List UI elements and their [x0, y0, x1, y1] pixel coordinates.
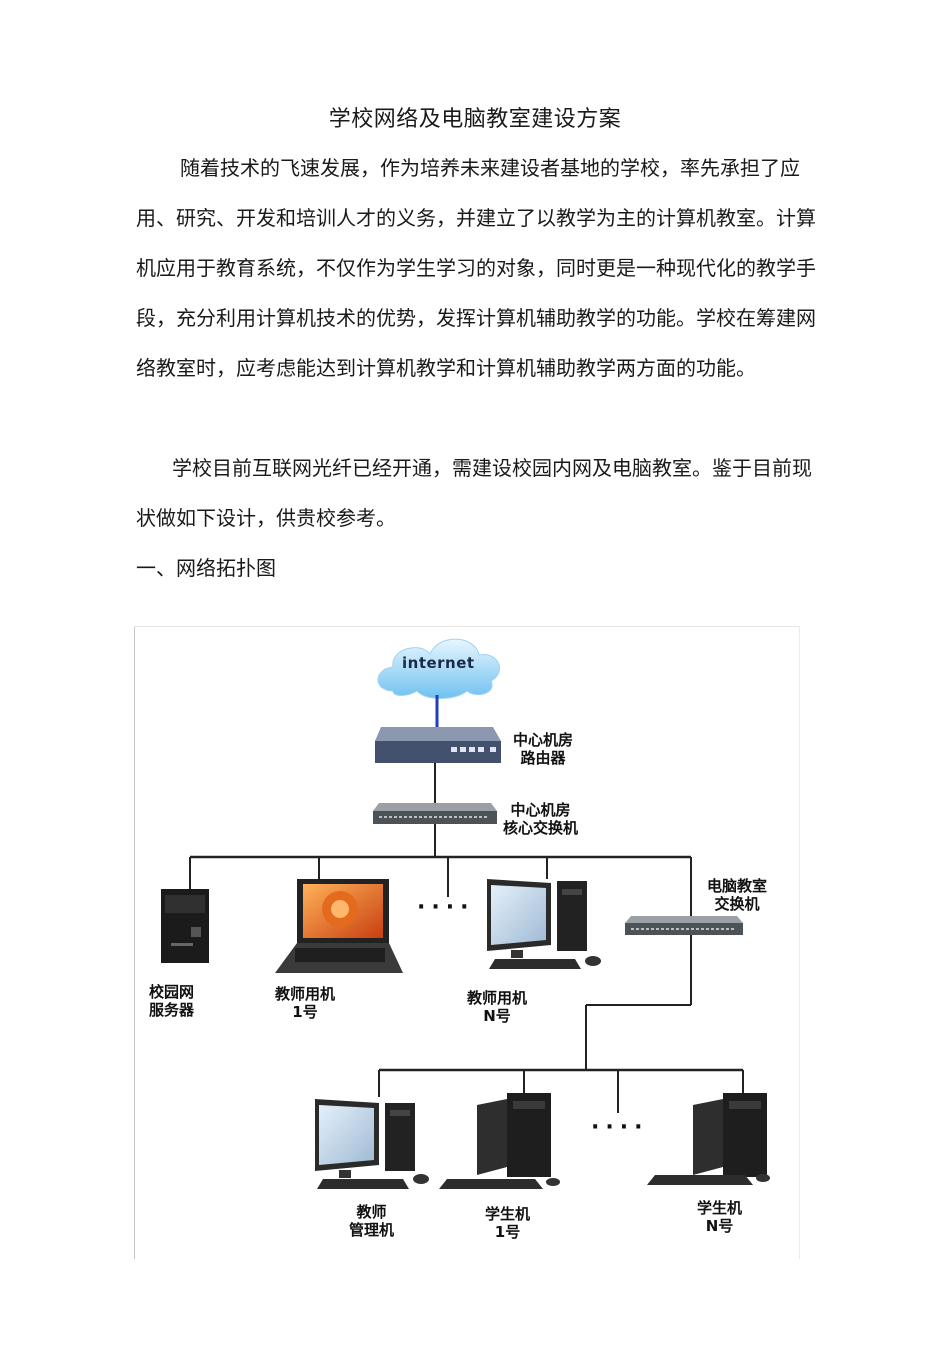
classroom-switch-label: 电脑教室 交换机: [707, 877, 768, 913]
ellipsis-bottom: ····: [591, 1115, 649, 1140]
manager-pc-label: 教师 管理机: [349, 1203, 395, 1239]
network-topology-diagram: internet 中心机房 路由器 中心机房 核心交换机 电脑教室 交换机 校园…: [134, 626, 800, 1259]
internet-cloud-icon: [377, 638, 501, 699]
manager-desktop-icon: [315, 1099, 429, 1189]
server-tower-icon: [161, 889, 209, 963]
student-desktop-n-icon: [647, 1093, 770, 1185]
teacher-pc-1-label: 教师用机 1号: [275, 985, 336, 1021]
teacher-desktop-icon: [487, 879, 601, 969]
router-icon: [375, 727, 501, 763]
ellipsis-top: ····: [417, 895, 475, 920]
server-label: 校园网 服务器: [149, 983, 195, 1019]
topology-drawing: [161, 638, 770, 1189]
teacher-pc-n-label: 教师用机 N号: [467, 989, 528, 1025]
router-label: 中心机房 路由器: [513, 731, 574, 767]
section-heading: 一、网络拓扑图: [136, 556, 276, 580]
intro-paragraph: 随着技术的飞速发展，作为培养未来建设者基地的学校，率先承担了应用、研究、开发和培…: [136, 156, 816, 380]
core-switch-label: 中心机房 核心交换机: [503, 801, 579, 837]
student-pc-1-label: 学生机 1号: [485, 1205, 531, 1241]
laptop-icon: [275, 879, 403, 973]
core-switch-icon: [373, 803, 497, 824]
page-title: 学校网络及电脑教室建设方案: [328, 107, 622, 132]
internet-label: internet: [402, 654, 475, 672]
student-pc-n-label: 学生机 N号: [697, 1199, 743, 1235]
status-paragraph: 学校目前互联网光纤已经开通，需建设校园内网及电脑教室。鉴于目前现状做如下设计，供…: [136, 456, 812, 530]
student-desktop-icon: [439, 1093, 560, 1189]
classroom-switch-icon: [625, 916, 743, 935]
